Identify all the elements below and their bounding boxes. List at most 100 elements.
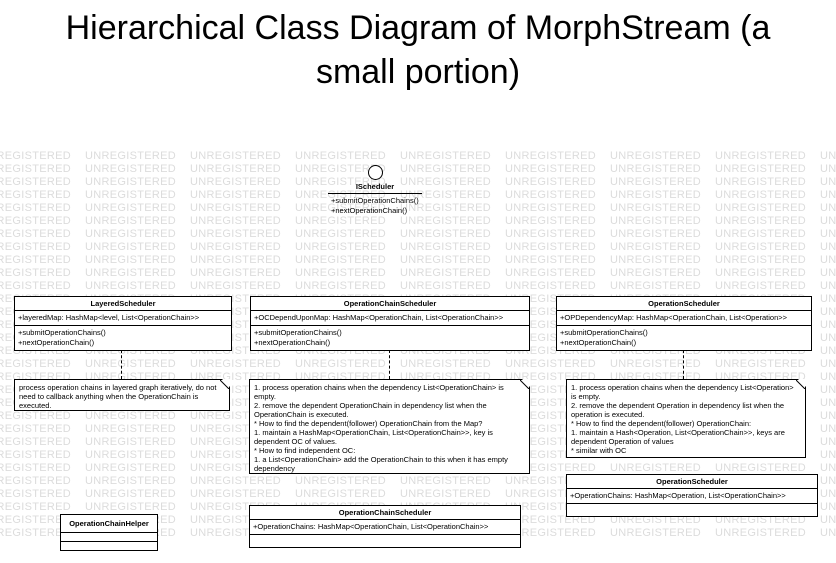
watermark-text: UNREGISTERED [820,436,836,448]
watermark-text: UNREGISTERED [820,462,836,474]
watermark-text: UNREGISTERED [295,241,386,253]
watermark-text: UNREGISTERED [715,527,806,539]
class-operations-empty [567,504,817,516]
interface-operation: +nextOperationChain() [331,206,408,215]
watermark-row: UNREGISTEREDUNREGISTEREDUNREGISTEREDUNRE… [0,254,836,266]
class-operation: +nextOperationChain() [560,338,637,347]
note-text: 1. a List<OperationChain> add the Operat… [254,455,508,473]
watermark-text: UNREGISTERED [820,293,836,305]
operation-scheduler-class-2[interactable]: OperationScheduler +OperationChains: Has… [566,474,818,517]
watermark-text: UNREGISTERED [610,150,701,162]
watermark-text: UNREGISTERED [820,384,836,396]
watermark-text: UNREGISTERED [0,514,71,526]
class-operations-empty [61,542,157,550]
watermark-text: UNREGISTERED [505,176,596,188]
watermark-row: UNREGISTEREDUNREGISTEREDUNREGISTEREDUNRE… [0,176,836,188]
title-line-1: Hierarchical Class Diagram of MorphStrea… [65,9,771,47]
watermark-text: UNREGISTERED [820,514,836,526]
class-attributes: +OPDependencyMap: HashMap<OperationChain… [557,311,811,326]
note-text: 1. process operation chains when the dep… [571,383,794,401]
watermark-text: UNREGISTERED [505,241,596,253]
watermark-text: UNREGISTERED [85,254,176,266]
class-operation: +submitOperationChains() [18,328,106,337]
watermark-text: UNREGISTERED [505,358,596,370]
watermark-text: UNREGISTERED [85,215,176,227]
class-name: OperationChainScheduler [250,506,520,520]
watermark-text: UNREGISTERED [505,280,596,292]
watermark-text: UNREGISTERED [820,202,836,214]
watermark-text: UNREGISTERED [0,475,71,487]
layered-scheduler-class[interactable]: LayeredScheduler +layeredMap: HashMap<le… [14,296,232,351]
watermark-text: UNREGISTERED [715,228,806,240]
watermark-text: UNREGISTERED [505,267,596,279]
watermark-text: UNREGISTERED [820,254,836,266]
note-fold-icon [220,380,229,389]
watermark-text: UNREGISTERED [610,514,701,526]
watermark-text: UNREGISTERED [190,189,281,201]
operation-chain-helper-class[interactable]: OperationChainHelper [60,514,158,551]
watermark-text: UNREGISTERED [295,475,386,487]
watermark-text: UNREGISTERED [295,488,386,500]
watermark-text: UNREGISTERED [85,150,176,162]
watermark-text: UNREGISTERED [295,150,386,162]
watermark-text: UNREGISTERED [0,527,71,539]
watermark-text: UNREGISTERED [0,488,71,500]
watermark-text: UNREGISTERED [820,215,836,227]
watermark-text: UNREGISTERED [610,267,701,279]
operation-chain-scheduler-class-2[interactable]: OperationChainScheduler +OperationChains… [249,505,521,548]
watermark-text: UNREGISTERED [85,228,176,240]
watermark-text: UNREGISTERED [505,189,596,201]
watermark-text: UNREGISTERED [610,527,701,539]
watermark-row: UNREGISTERED UNREGISTERED UNREGISTERED UNRE… [0,150,836,162]
watermark-text: UNREGISTERED [0,202,71,214]
watermark-text: UNREGISTERED [820,488,836,500]
watermark-text: UNREGISTERED [85,163,176,175]
watermark-text: UNREGISTERED [505,527,596,539]
watermark-text: UNREGISTERED [295,358,386,370]
watermark-text: UNREGISTERED [610,176,701,188]
class-operation: +nextOperationChain() [254,338,331,347]
watermark-text: UNREGISTERED [400,488,491,500]
note-text: 2. remove the dependent OperationChain i… [254,401,487,419]
watermark-text: UNREGISTERED [295,202,386,214]
watermark-text: UNREGISTERED [400,475,491,487]
watermark-text: UNREGISTERED [400,241,491,253]
ischeduler-interface[interactable]: IScheduler +submitOperationChains() +nex… [328,165,422,218]
watermark-text: UNREGISTERED [505,514,596,526]
operation-scheduler-note: 1. process operation chains when the dep… [566,379,806,458]
watermark-text: UNREGISTERED [505,163,596,175]
operation-scheduler-class[interactable]: OperationScheduler +OPDependencyMap: Has… [556,296,812,351]
watermark-text: UNREGISTERED [610,241,701,253]
watermark-text: UNREGISTERED [820,241,836,253]
class-name: LayeredScheduler [15,297,231,311]
watermark-text: UNREGISTERED [400,163,491,175]
operation-chain-scheduler-class[interactable]: OperationChainScheduler +OCDependUponMap… [250,296,530,351]
watermark-text: UNREGISTERED [85,501,176,513]
note-text: 2. remove the dependent Operation in dep… [571,401,785,419]
watermark-text: UNREGISTERED [400,150,491,162]
watermark-text: UNREGISTERED [85,488,176,500]
watermark-text: UNREGISTERED [820,267,836,279]
watermark-row: UNREGISTERED UNREGISTERED UNREGISTERED UNRE… [0,202,836,214]
watermark-text: UNREGISTERED [400,267,491,279]
watermark-text: UNREGISTERED [610,280,701,292]
watermark-text: UNREGISTERED [505,202,596,214]
watermark-text: UNREGISTERED [0,436,71,448]
watermark-text: UNREGISTERED [820,527,836,539]
watermark-row: UNREGISTEREDUNREGISTEREDUNREGISTEREDUNRE… [0,280,836,292]
interface-operations: +submitOperationChains() +nextOperationC… [328,194,422,218]
note-text: 1. maintain a HashMap<OperationChain, Li… [254,428,493,446]
note-connector-line [121,350,122,379]
watermark-text: UNREGISTERED [190,150,281,162]
watermark-text: UNREGISTERED [85,241,176,253]
class-attributes: +OCDependUponMap: HashMap<OperationChain… [251,311,529,326]
watermark-text: UNREGISTERED [190,176,281,188]
watermark-text: UNREGISTERED [820,150,836,162]
watermark-text: UNREGISTERED [715,163,806,175]
watermark-text: UNREGISTERED [820,423,836,435]
class-attributes: +OperationChains: HashMap<OperationChain… [250,520,520,535]
watermark-text: UNREGISTERED [400,189,491,201]
watermark-text: UNREGISTERED [0,267,71,279]
watermark-text: UNREGISTERED [715,462,806,474]
note-text: * similar with OC [571,446,627,455]
